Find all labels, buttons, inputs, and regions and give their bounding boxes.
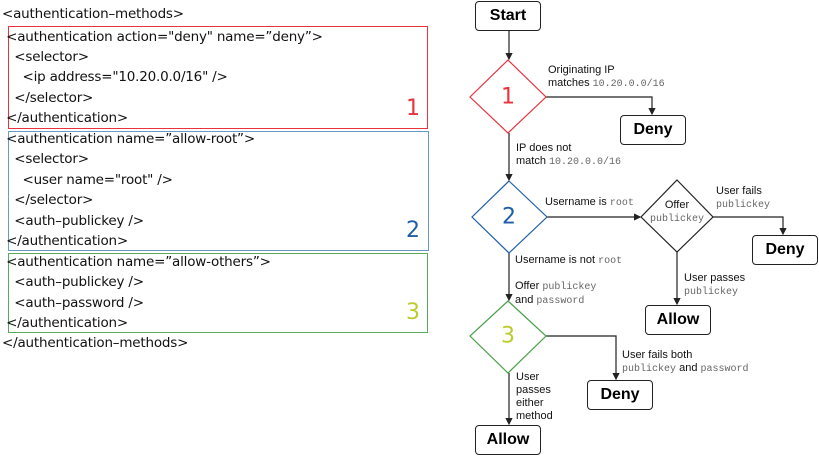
offer-publickey-label: Offer publickey	[641, 199, 713, 226]
offer-publickey-diamond	[640, 179, 714, 253]
block-2-number: 2	[406, 218, 420, 243]
allow-node-1: Allow	[645, 305, 711, 335]
allow-node-2: Allow	[475, 425, 541, 455]
deny-node-1: Deny	[620, 115, 686, 145]
block-1-frame	[8, 26, 428, 129]
code-line: <authentication–methods>	[2, 6, 184, 22]
code-line: </authentication–methods>	[2, 335, 189, 351]
decision-1-number: 1	[501, 84, 515, 110]
arrow-offer-to-deny	[713, 216, 787, 236]
code-line: <ip address="10.20.0.0/16" />	[2, 69, 228, 85]
code-line: </authentication>	[2, 110, 129, 126]
code-line: <user name="root" />	[2, 172, 173, 188]
start-node: Start	[475, 1, 541, 31]
label-username-root: Username is root	[545, 196, 634, 209]
code-line: </authentication>	[2, 233, 129, 249]
block-3-frame	[8, 253, 428, 333]
block-2-frame	[8, 131, 429, 251]
offer-mono: publickey	[649, 214, 704, 225]
code-line: <selector>	[2, 151, 89, 167]
code-line: </selector>	[2, 90, 94, 106]
decision-3-number: 3	[501, 323, 515, 349]
code-line: <authentication name=”allow-others”>	[2, 254, 271, 270]
decision-2-diamond	[471, 180, 548, 254]
arrow-3-to-deny	[546, 335, 620, 381]
block-1-number: 1	[406, 96, 420, 121]
code-line: <auth–publickey />	[2, 274, 144, 290]
code-line: <auth–publickey />	[2, 213, 144, 229]
code-line: </selector>	[2, 192, 94, 208]
deny-node-2: Deny	[752, 235, 818, 265]
arrow-1-to-deny	[546, 96, 656, 116]
code-line: <selector>	[2, 49, 89, 65]
decision-1-diamond	[469, 59, 547, 134]
label-username-not-root: Username is not root	[515, 254, 623, 267]
code-line: <authentication action="deny" name=”deny…	[2, 29, 323, 45]
code-line: <authentication name=”allow-root”>	[2, 131, 255, 147]
decision-3-diamond	[469, 300, 547, 374]
code-line: <auth–password />	[2, 295, 144, 311]
deny-node-3: Deny	[587, 380, 653, 410]
block-3-number: 3	[406, 300, 420, 325]
decision-2-number: 2	[502, 204, 516, 230]
offer-text: Offer	[664, 199, 690, 211]
code-line: </authentication>	[2, 315, 129, 331]
